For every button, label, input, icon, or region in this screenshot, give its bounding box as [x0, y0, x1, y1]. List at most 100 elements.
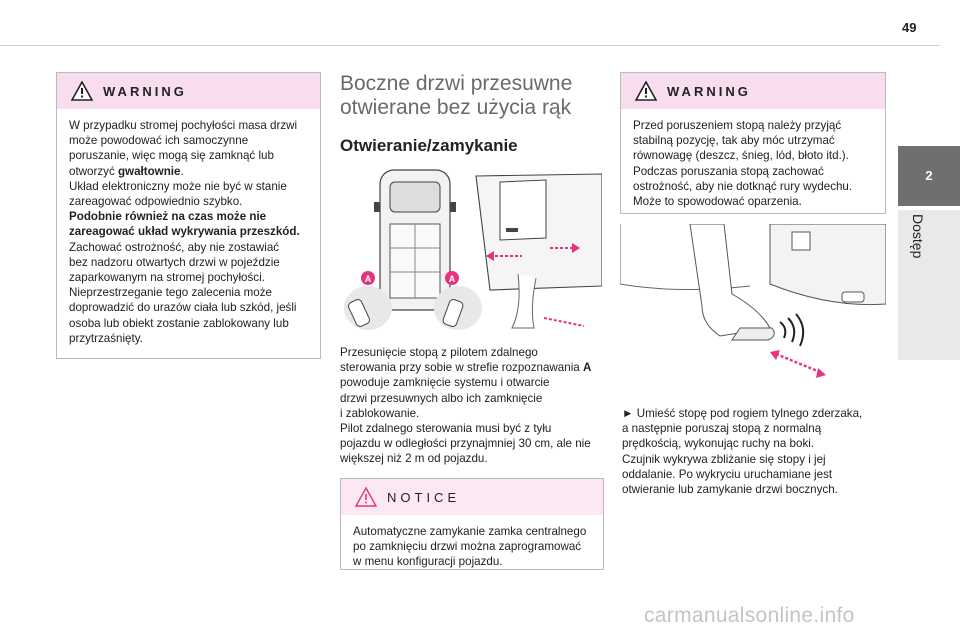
notice-box: NOTICE Automatyczne zamykanie zamka cent… — [340, 478, 604, 570]
text-line: Przed poruszeniem stopą należy przyjąć — [633, 118, 873, 133]
text-line: Nieprzestrzeganie tego zalecenia może — [69, 285, 308, 300]
text-span: a następnie poruszaj stopą z normalną — [622, 422, 822, 436]
text-span: w menu konfiguracji pojazdu. — [353, 555, 503, 569]
text-span: prędkością, wykonując ruchy na boki. — [622, 437, 815, 451]
text-span: Podczas poruszania stopą zachować — [633, 164, 824, 178]
text-line: otworzyć gwałtownie. — [69, 164, 308, 179]
text-line: pojazdu w odległości przynajmniej 30 cm,… — [340, 436, 610, 451]
text-span: po zamknięciu drzwi można zaprogramować — [353, 540, 582, 554]
text-line: zaparkowanym na stromej pochyłości. — [69, 270, 308, 285]
text-line: Pilot zdalnego sterowania musi być z tył… — [340, 421, 610, 436]
zone-label-right: A — [449, 274, 456, 284]
text-line: osoba lub obiekt zostanie zablokowany lu… — [69, 316, 308, 331]
text-span: poruszanie, więc mogą się zamknąć lub — [69, 149, 274, 163]
text-line: stabilną pozycję, tak aby móc utrzymać — [633, 133, 873, 148]
text-span: Zachować ostrożność, aby nie zostawiać — [69, 240, 280, 254]
warning-triangle-icon — [635, 81, 657, 101]
text-line: oddalanie. Po wykryciu uruchamiane jest — [622, 467, 890, 482]
text-line: W przypadku stromej pochyłości masa drzw… — [69, 118, 308, 133]
warning-triangle-icon — [71, 81, 93, 101]
text-line: przytrzaśnięty. — [69, 331, 308, 346]
chapter-tab-strip — [898, 210, 960, 360]
text-span: sterowania przy sobie w strefie rozpozna… — [340, 361, 583, 375]
text-line: Układ elektroniczny może nie być w stani… — [69, 179, 308, 194]
warning-text-right: Przed poruszeniem stopą należy przyjąć st… — [621, 109, 885, 219]
text-span: Może to spowodować oparzenia. — [633, 195, 802, 209]
warning-title-right: WARNING — [667, 83, 751, 99]
text-span: stabilną pozycję, tak aby móc utrzymać — [633, 134, 835, 148]
text-span: może powodować ich samoczynne — [69, 134, 249, 148]
text-span: doprowadzić do urazów ciała lub szkód, j… — [69, 301, 297, 315]
text-tail: . — [180, 164, 184, 178]
text-span: Czujnik wykrywa zbliżanie się stopy i je… — [622, 452, 826, 466]
text-line: może powodować ich samoczynne — [69, 133, 308, 148]
text-span: powoduje zamknięcie systemu i otwarcie — [340, 376, 550, 390]
text-line: Czujnik wykrywa zbliżanie się stopy i je… — [622, 452, 890, 467]
text-span: Układ elektroniczny może nie być w stani… — [69, 179, 287, 193]
van-detection-zone-illustration: A A — [344, 169, 602, 330]
notice-header: NOTICE — [341, 479, 603, 515]
text-span: otwieranie lub zamykanie drzwi bocznych. — [622, 483, 838, 497]
text-line: Automatyczne zamykanie zamka centralnego — [353, 524, 591, 539]
text-line: prędkością, wykonując ruchy na boki. — [622, 436, 890, 451]
text-line: sterowania przy sobie w strefie rozpozna… — [340, 360, 610, 375]
zone-label-left: A — [365, 274, 372, 284]
header-rule — [0, 45, 940, 46]
warning-header: WARNING — [57, 73, 320, 109]
text-line: większej niż 2 m od pojazdu. — [340, 451, 610, 466]
text-span: Pilot zdalnego sterowania musi być z tył… — [340, 422, 552, 436]
text-span: osoba lub obiekt zostanie zablokowany lu… — [69, 316, 289, 330]
text-span: większej niż 2 m od pojazdu. — [340, 452, 488, 466]
right-paragraph: ► Umieść stopę pod rogiem tylnego zderza… — [622, 406, 890, 497]
text-line: Przesunięcie stopą z pilotem zdalnego — [340, 345, 610, 360]
text-line: poruszanie, więc mogą się zamknąć lub — [69, 148, 308, 163]
text-line: i zablokowanie. — [340, 406, 610, 421]
text-line: otwieranie lub zamykanie drzwi bocznych. — [622, 482, 890, 497]
text-line: Podobnie również na czas może nie — [69, 209, 308, 224]
text-span: otworzyć — [69, 164, 118, 178]
warning-text: W przypadku stromej pochyłości masa drzw… — [57, 109, 320, 356]
text-line: równowagę (deszcz, śnieg, lód, błoto itd… — [633, 148, 873, 163]
text-line: zareagować układ wykrywania przeszkód. — [69, 224, 308, 239]
text-span: Nieprzestrzeganie tego zalecenia może — [69, 286, 273, 300]
warning-header-right: WARNING — [621, 73, 885, 109]
text-span: W przypadku stromej pochyłości masa drzw… — [69, 119, 298, 132]
text-line: Podczas poruszania stopą zachować — [633, 164, 873, 179]
text-line: w menu konfiguracji pojazdu. — [353, 554, 591, 569]
text-span: zareagować układ wykrywania przeszkód. — [69, 225, 300, 239]
watermark: carmanualsonline.info — [644, 604, 855, 627]
text-span: ► Umieść stopę pod rogiem tylnego zderza… — [622, 407, 863, 420]
middle-paragraph: Przesunięcie stopą z pilotem zdalnego ste… — [340, 345, 610, 467]
text-span: Automatyczne zamykanie zamka centralnego — [353, 525, 587, 538]
text-span: zaparkowanym na stromej pochyłości. — [69, 271, 265, 285]
foot-sensor-illustration — [620, 224, 886, 378]
text-line: drzwi przesuwnych albo ich zamknięcie — [340, 391, 610, 406]
section-title-line1: Boczne drzwi przesuwne — [340, 72, 573, 95]
warning-title: WARNING — [103, 83, 187, 99]
page-number: 49 — [902, 20, 917, 35]
section-title: Boczne drzwi przesuwne otwierane bez uży… — [340, 72, 610, 120]
text-span: pojazdu w odległości przynajmniej 30 cm,… — [340, 437, 591, 451]
text-span: przytrzaśnięty. — [69, 331, 143, 345]
text-span: zareagować odpowiednio szybko. — [69, 195, 243, 209]
chapter-tab[interactable]: 2 — [898, 146, 960, 206]
notice-title: NOTICE — [387, 489, 461, 505]
warning-box-right: WARNING Przed poruszeniem stopą należy p… — [620, 72, 886, 214]
text-span: bez nadzoru otwartych drzwi w pojeździe — [69, 255, 280, 269]
text-span: drzwi przesuwnych albo ich zamknięcie — [340, 391, 543, 405]
bold-text: gwałtownie — [117, 164, 181, 178]
text-span: Podobnie również na czas może nie — [69, 210, 267, 224]
text-line: a następnie poruszaj stopą z normalną — [622, 421, 890, 436]
text-line: Może to spowodować oparzenia. — [633, 194, 873, 209]
text-span: Przesunięcie stopą z pilotem zdalnego — [340, 346, 538, 359]
text-span: Przed poruszeniem stopą należy przyjąć — [633, 119, 842, 132]
text-line: doprowadzić do urazów ciała lub szkód, j… — [69, 300, 308, 315]
section-title-line2: otwierane bez użycia rąk — [340, 96, 572, 119]
warning-box-left: WARNING W przypadku stromej pochyłości m… — [56, 72, 321, 359]
text-span: oddalanie. Po wykryciu uruchamiane jest — [622, 467, 833, 481]
text-line: po zamknięciu drzwi można zaprogramować — [353, 539, 591, 554]
text-line: Zachować ostrożność, aby nie zostawiać — [69, 240, 308, 255]
text-line: ► Umieść stopę pod rogiem tylnego zderza… — [622, 406, 890, 421]
text-span: ostrożność, aby nie dotknąć rury wydechu… — [633, 179, 853, 193]
subsection-title: Otwieranie/zamykanie — [340, 136, 518, 155]
